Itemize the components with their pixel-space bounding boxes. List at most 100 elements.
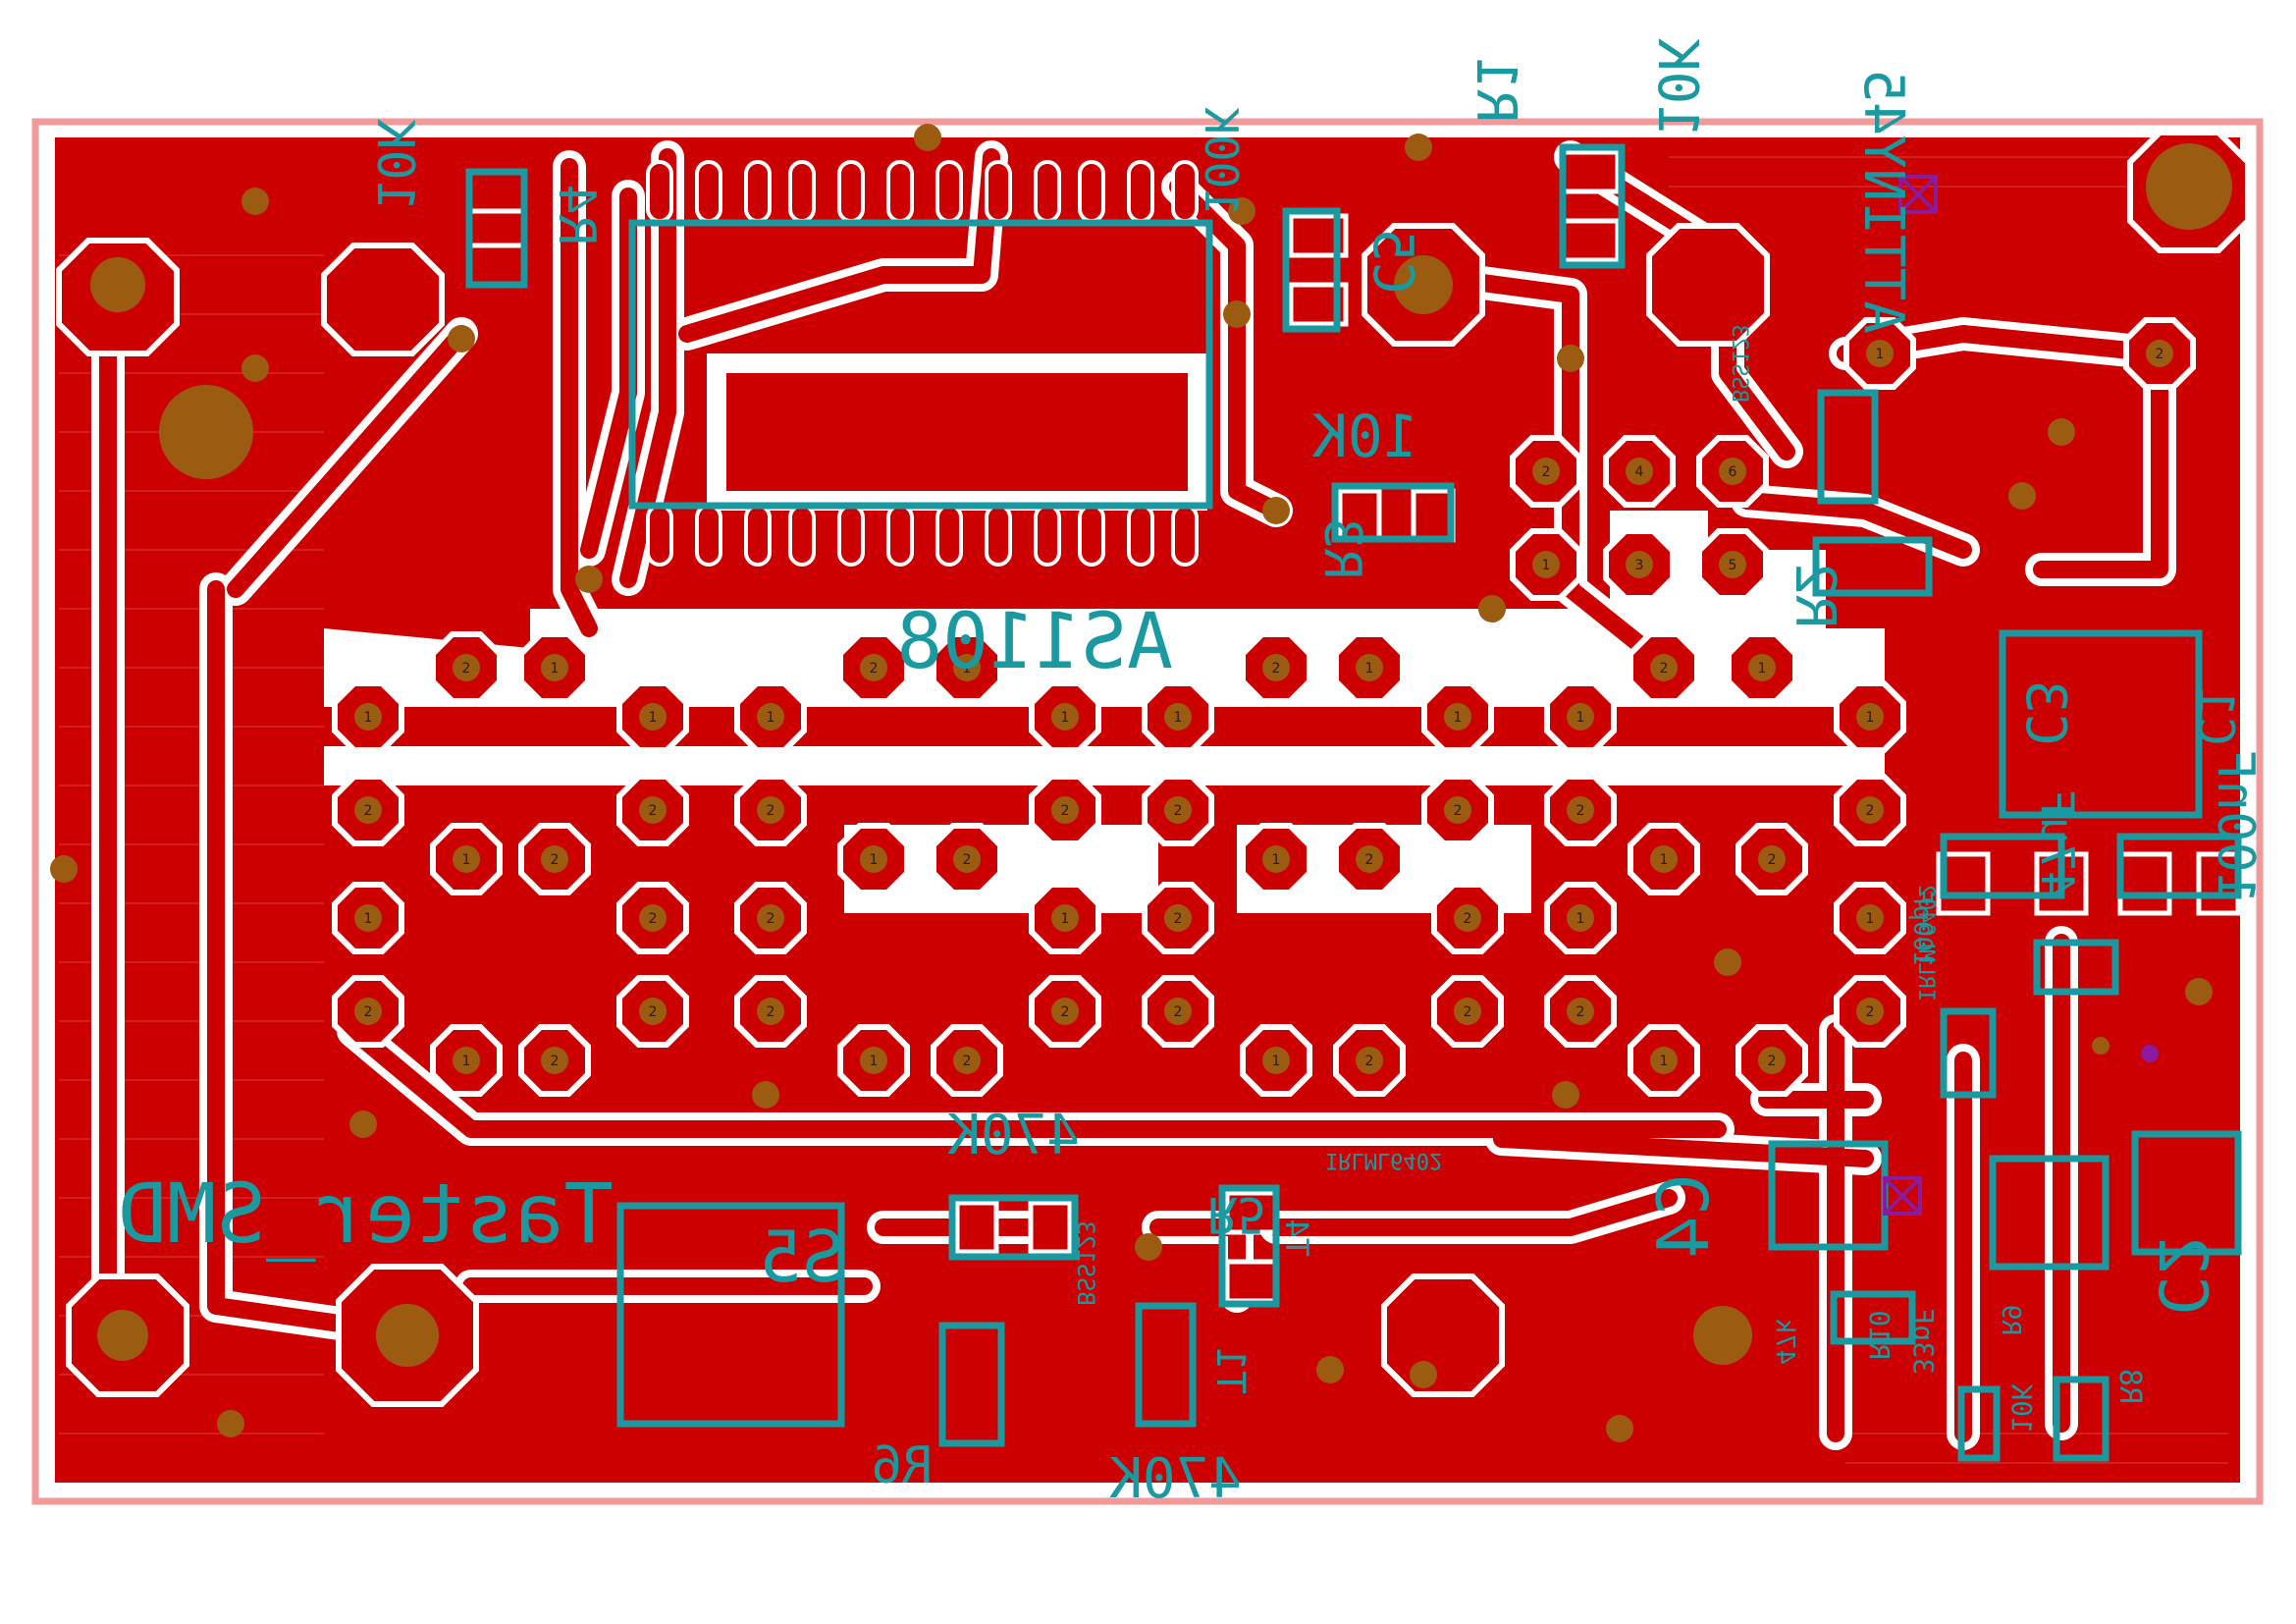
bss-top-outline <box>1817 389 1879 505</box>
drill-hole <box>1758 845 1786 873</box>
vias <box>50 124 2213 1442</box>
drill-hole <box>1856 998 1884 1025</box>
drill-hole <box>757 904 784 932</box>
ic-pads-bottom <box>646 504 1199 567</box>
drill-hole <box>1051 904 1079 932</box>
c100pf-outline <box>1940 1007 1997 1099</box>
c6-outline <box>1957 1385 2001 1462</box>
pin-number: 2 <box>1174 803 1183 819</box>
r9-value: 10K <box>2005 1383 2038 1434</box>
pin-number: 1 <box>1866 911 1875 927</box>
drill-hole <box>1650 654 1678 681</box>
pin-number: 1 <box>1272 1054 1281 1069</box>
pin-number: 2 <box>963 1054 972 1069</box>
pin-number: 2 <box>1365 1054 1374 1069</box>
bss-top-value: BSS123 <box>1727 325 1751 403</box>
pin-number: 2 <box>963 852 972 868</box>
pin-number: 2 <box>767 803 775 819</box>
drill-hole <box>1454 998 1481 1025</box>
drill-hole <box>354 703 382 731</box>
s5-label: S5 <box>759 1216 844 1298</box>
drill-hole <box>757 998 784 1025</box>
c2-outline <box>2131 1130 2242 1256</box>
pin-number: 1 <box>870 852 879 868</box>
drill-hole <box>1856 796 1884 824</box>
drill-hole <box>639 904 667 932</box>
pin-number: 1 <box>870 1054 879 1069</box>
r6-outline <box>938 1322 1005 1447</box>
r10-outline <box>1830 1290 1916 1345</box>
drill-hole <box>1164 998 1192 1025</box>
pin-number: 2 <box>1866 1004 1875 1020</box>
c2-label: C2 <box>2143 1235 2220 1316</box>
c1-label: C1 <box>2187 687 2244 746</box>
pin-number: 2 <box>1464 1004 1472 1020</box>
attiny-outline <box>1999 629 2203 819</box>
drill-hole <box>1567 703 1594 731</box>
c5-label: C5 <box>1361 229 1424 295</box>
c3-label: C3 <box>2013 680 2077 746</box>
c6-value: 33pF <box>1907 1309 1940 1375</box>
drill-hole <box>1051 796 1079 824</box>
drill-hole <box>1454 904 1481 932</box>
bss-bottom-value: BSS123 <box>1072 1220 1099 1306</box>
pin-number: 1 <box>1660 1054 1669 1069</box>
c1-outline <box>2116 833 2242 899</box>
pin-number: 1 <box>1174 710 1183 726</box>
r9-outline <box>2053 1376 2109 1462</box>
r2-outline <box>1812 536 1933 597</box>
pin-number: 1 <box>364 911 373 927</box>
pin-number: 1 <box>963 661 972 677</box>
drill-hole <box>1626 551 1653 578</box>
c5-value: 100K <box>1195 107 1248 216</box>
pin-number: 1 <box>462 852 471 868</box>
drill-hole <box>1164 796 1192 824</box>
drill-hole <box>1051 703 1079 731</box>
pin-number: 2 <box>551 852 560 868</box>
drill-hole <box>1164 703 1192 731</box>
drill-hole <box>1856 703 1884 731</box>
c47-value: 47uF <box>2031 789 2084 898</box>
pin-number: 1 <box>1365 661 1374 677</box>
irlml-value: IRLML6402 <box>1325 1148 1442 1172</box>
drill-hole <box>953 654 981 681</box>
pin-number: 2 <box>649 1004 658 1020</box>
drill-hole <box>354 796 382 824</box>
drill-hole <box>1444 703 1471 731</box>
sot-outline <box>1989 1155 2109 1271</box>
drill-hole <box>541 845 568 873</box>
c47uf-outline <box>2033 939 2119 996</box>
r5-label: R5 <box>1207 1186 1266 1243</box>
drill-hole <box>639 796 667 824</box>
pin-number: 2 <box>767 1004 775 1020</box>
board-name-label: Taster_SMD <box>117 1165 614 1262</box>
t1-value: 470K <box>1109 1447 1242 1511</box>
r4-label: R4 <box>547 184 606 245</box>
pin-number: 1 <box>551 661 560 677</box>
t1-label: T1 <box>1207 1347 1253 1394</box>
drill-hole <box>354 904 382 932</box>
pin-number: 2 <box>1866 803 1875 819</box>
drill-hole <box>1262 1047 1290 1074</box>
drill-hole <box>953 845 981 873</box>
pin-number: 2 <box>1174 911 1183 927</box>
r10-label: R10 <box>1863 1310 1896 1360</box>
c3-outline <box>1940 833 2065 899</box>
pin-number: 2 <box>2156 347 2164 362</box>
r1-outline <box>1559 143 1626 269</box>
pin-number: 2 <box>1365 852 1374 868</box>
r1-label: R1 <box>1464 57 1527 123</box>
pin-number: 2 <box>462 661 471 677</box>
pin-number: 3 <box>1635 558 1644 573</box>
drill-hole <box>1356 654 1383 681</box>
pin-number: 2 <box>1061 1004 1070 1020</box>
drill-hole <box>2146 340 2173 367</box>
pin-number: 1 <box>1876 347 1885 362</box>
r3-outline <box>1331 482 1455 543</box>
pin-number: 2 <box>767 911 775 927</box>
pin-number: 2 <box>1576 803 1585 819</box>
drill-hole <box>1719 551 1746 578</box>
mounting-holes <box>56 130 2251 1407</box>
r5-value: 470K <box>947 1104 1080 1167</box>
